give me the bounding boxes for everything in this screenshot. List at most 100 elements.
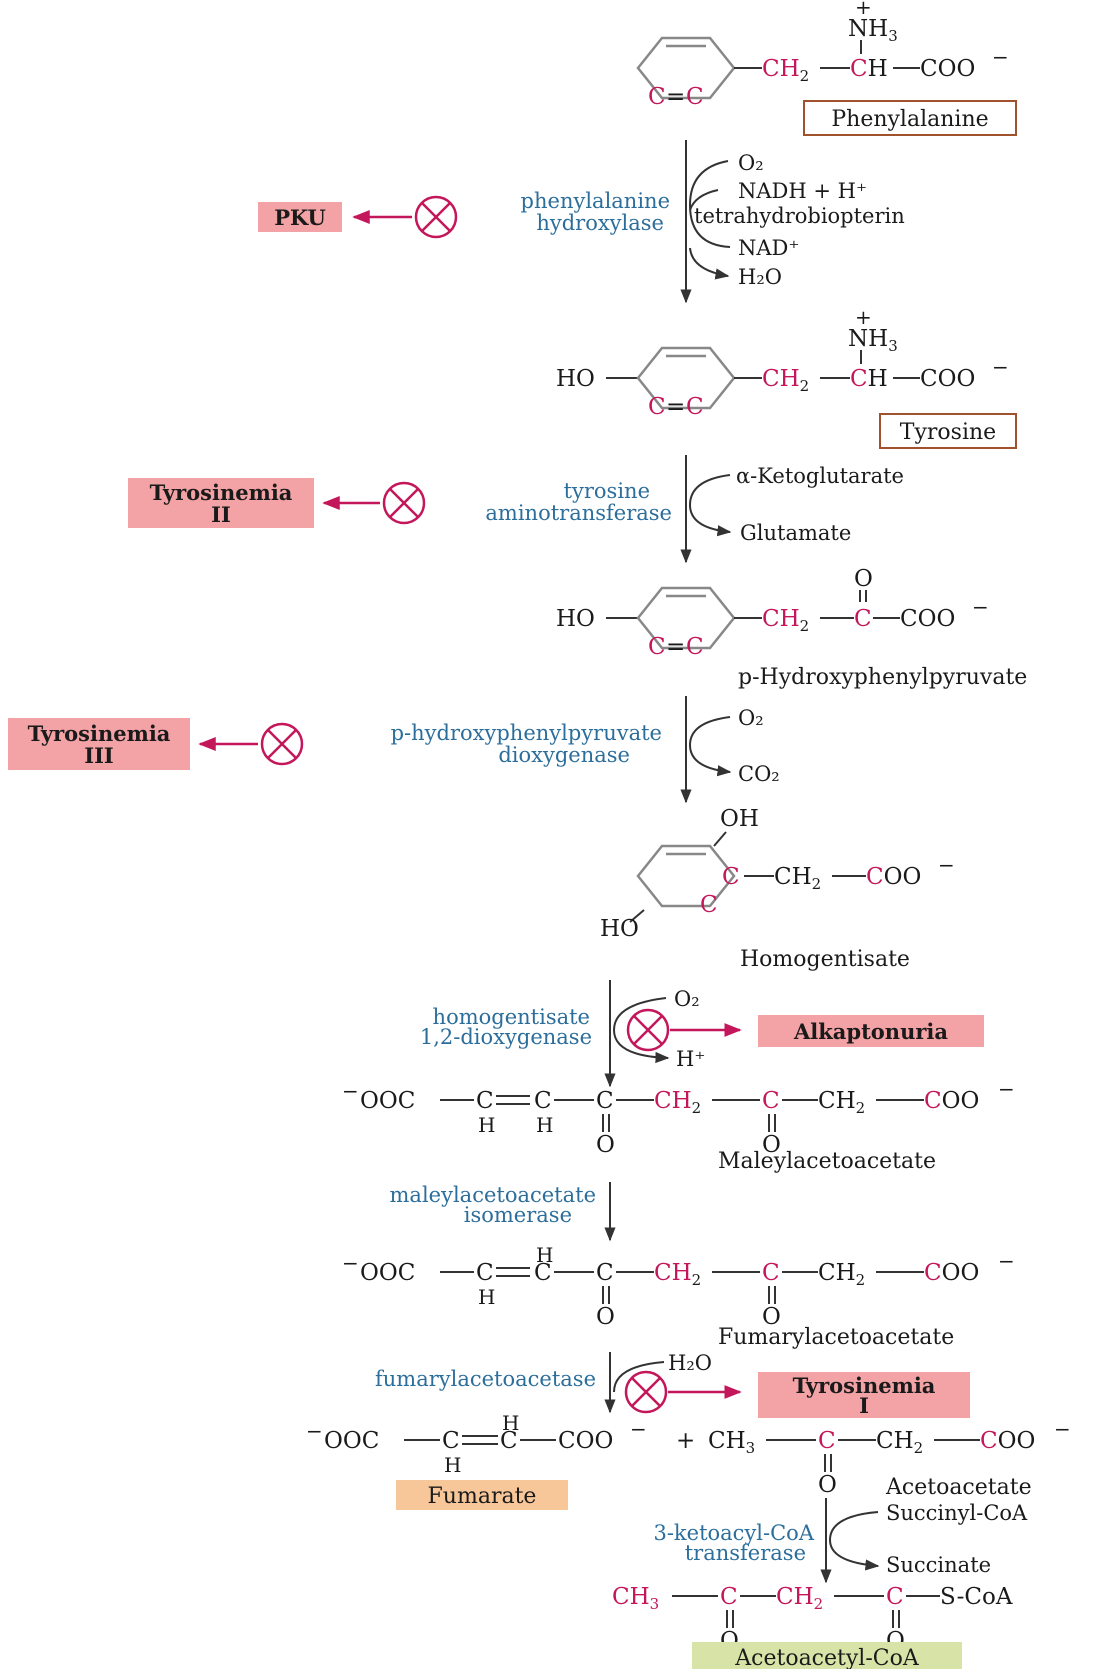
blocked-circle-x-icon (624, 1370, 668, 1414)
svg-text:H: H (536, 1243, 553, 1267)
side-nadh: NADH + H⁺ (738, 179, 867, 203)
svg-text:C: C (648, 634, 666, 660)
svg-text:O: O (596, 1304, 615, 1330)
enzyme-step2-line1: tyrosine (564, 479, 650, 503)
svg-text:CH2: CH2 (762, 606, 809, 635)
svg-text:CH3: CH3 (612, 1584, 659, 1613)
svg-text:CH2: CH2 (762, 366, 809, 395)
fumarylacetoacetate-structure: − OOC C H C H C O CH2 C O CH2 COO − (342, 1243, 1015, 1330)
svg-text:CH2: CH2 (876, 1428, 923, 1457)
svg-text:C: C (686, 634, 704, 660)
svg-text:C: C (854, 606, 872, 632)
svg-text:C: C (476, 1088, 494, 1114)
svg-text:O: O (762, 1304, 781, 1330)
svg-text:−: − (992, 45, 1009, 69)
disease-tyr3-line1: Tyrosinemia (28, 721, 171, 746)
svg-text:COO: COO (866, 864, 921, 890)
side-co2: CO₂ (738, 762, 780, 786)
phenylalanine-structure: C = C CH2 CH COO − NH3 + (636, 0, 1009, 110)
enzyme-step3-line1: p-hydroxyphenylpyruvate (391, 721, 662, 745)
svg-text:CH2: CH2 (774, 864, 821, 893)
svg-text:O: O (854, 566, 873, 592)
side-succinate: Succinate (886, 1553, 991, 1577)
side-succinyl-coa: Succinyl-CoA (886, 1501, 1028, 1525)
disease-pku: PKU (274, 205, 326, 230)
blocked-circle-x-icon (414, 195, 458, 239)
side-o2-3: O₂ (738, 706, 764, 730)
maleylacetoacetate-structure: − OOC C H C H C O CH2 C O CH2 COO − (342, 1077, 1015, 1158)
disease-box-tyrosinemia-i (758, 1372, 970, 1418)
blocked-circle-x-icon (382, 481, 426, 525)
svg-text:C: C (648, 394, 666, 420)
enzyme-step1-line2: hydroxylase (536, 211, 664, 235)
svg-text:OOC: OOC (360, 1260, 415, 1286)
svg-text:HO: HO (556, 366, 595, 392)
svg-text:HO: HO (600, 916, 639, 942)
compound-label-phenylalanine: Phenylalanine (831, 107, 988, 132)
disease-alkaptonuria: Alkaptonuria (793, 1019, 948, 1044)
svg-text:C: C (720, 1584, 738, 1610)
svg-text:−: − (998, 1077, 1015, 1101)
svg-text:+: + (855, 0, 872, 19)
svg-text:C: C (596, 1088, 614, 1114)
svg-text:HO: HO (556, 606, 595, 632)
acetoacetate-structure: CH3 C O CH2 COO − (708, 1417, 1071, 1498)
svg-text:C: C (700, 892, 718, 918)
fumarate-structure: − OOC C H C H COO − (306, 1411, 647, 1477)
svg-text:S-CoA: S-CoA (940, 1584, 1013, 1610)
svg-text:C: C (818, 1428, 836, 1454)
svg-text:C: C (596, 1260, 614, 1286)
svg-text:COO: COO (920, 56, 975, 82)
compound-label-acetoacetyl-coa: Acetoacetyl-CoA (734, 1646, 920, 1669)
side-h-4: H⁺ (676, 1047, 705, 1071)
enzyme-step5-line1: maleylacetoacetate (390, 1183, 596, 1207)
compound-label-tyrosine: Tyrosine (900, 420, 996, 445)
blocked-circle-x-icon (626, 1008, 670, 1052)
disease-box-tyrosinemia-iii (8, 718, 190, 770)
svg-text:C: C (762, 1260, 780, 1286)
acetoacetyl-coa-box (692, 1642, 962, 1669)
enzyme-step5-line2: isomerase (464, 1203, 572, 1227)
svg-text:−: − (1054, 1417, 1071, 1441)
enzyme-step3-line2: dioxygenase (498, 743, 630, 767)
disease-tyr2-line2: II (211, 502, 231, 527)
compound-label-acetoacetate: Acetoacetate (885, 1475, 1032, 1500)
svg-text:C: C (722, 864, 740, 890)
svg-text:O: O (762, 1132, 781, 1158)
svg-text:CH3: CH3 (708, 1428, 755, 1457)
disease-tyr3-line2: III (84, 743, 113, 768)
svg-text:H: H (502, 1411, 519, 1435)
svg-text:C: C (648, 84, 666, 110)
svg-text:OH: OH (720, 806, 759, 832)
svg-text:H: H (478, 1113, 495, 1137)
svg-text:=: = (666, 634, 685, 660)
disease-box-tyrosinemia-ii (128, 478, 314, 528)
hydroxyphenylpyruvate-structure: HO C = C CH2 C COO − O (556, 566, 989, 660)
side-h2o-1: H₂O (738, 265, 782, 289)
svg-text:H: H (536, 1113, 553, 1137)
disease-tyr1-line2: I (859, 1393, 869, 1418)
svg-text:C: C (686, 84, 704, 110)
enzyme-step1-line1: phenylalanine (521, 189, 670, 213)
side-thb: tetrahydrobiopterin (694, 204, 905, 228)
disease-box-pku (258, 202, 342, 232)
svg-text:CH2: CH2 (818, 1260, 865, 1289)
svg-text:=: = (666, 394, 685, 420)
svg-text:−: − (306, 1419, 323, 1443)
svg-text:NH3: NH3 (848, 16, 898, 45)
side-glutamate: Glutamate (740, 521, 851, 545)
svg-text:CH2: CH2 (818, 1088, 865, 1117)
svg-text:H: H (444, 1453, 461, 1477)
compound-label-hpp: p-Hydroxyphenylpyruvate (738, 665, 1027, 690)
enzyme-step4-line2: 1,2-dioxygenase (420, 1025, 592, 1049)
svg-text:−: − (630, 1417, 647, 1441)
tyrosine-structure: HO C = C CH2 CH COO − NH3 + (556, 305, 1009, 420)
fumarate-box (396, 1480, 568, 1510)
svg-text:C: C (534, 1088, 552, 1114)
svg-text:CH: CH (850, 56, 888, 82)
svg-text:OOC: OOC (324, 1428, 379, 1454)
compound-label-fumarylacetoacetate: Fumarylacetoacetate (718, 1325, 954, 1350)
svg-text:OOC: OOC (360, 1088, 415, 1114)
